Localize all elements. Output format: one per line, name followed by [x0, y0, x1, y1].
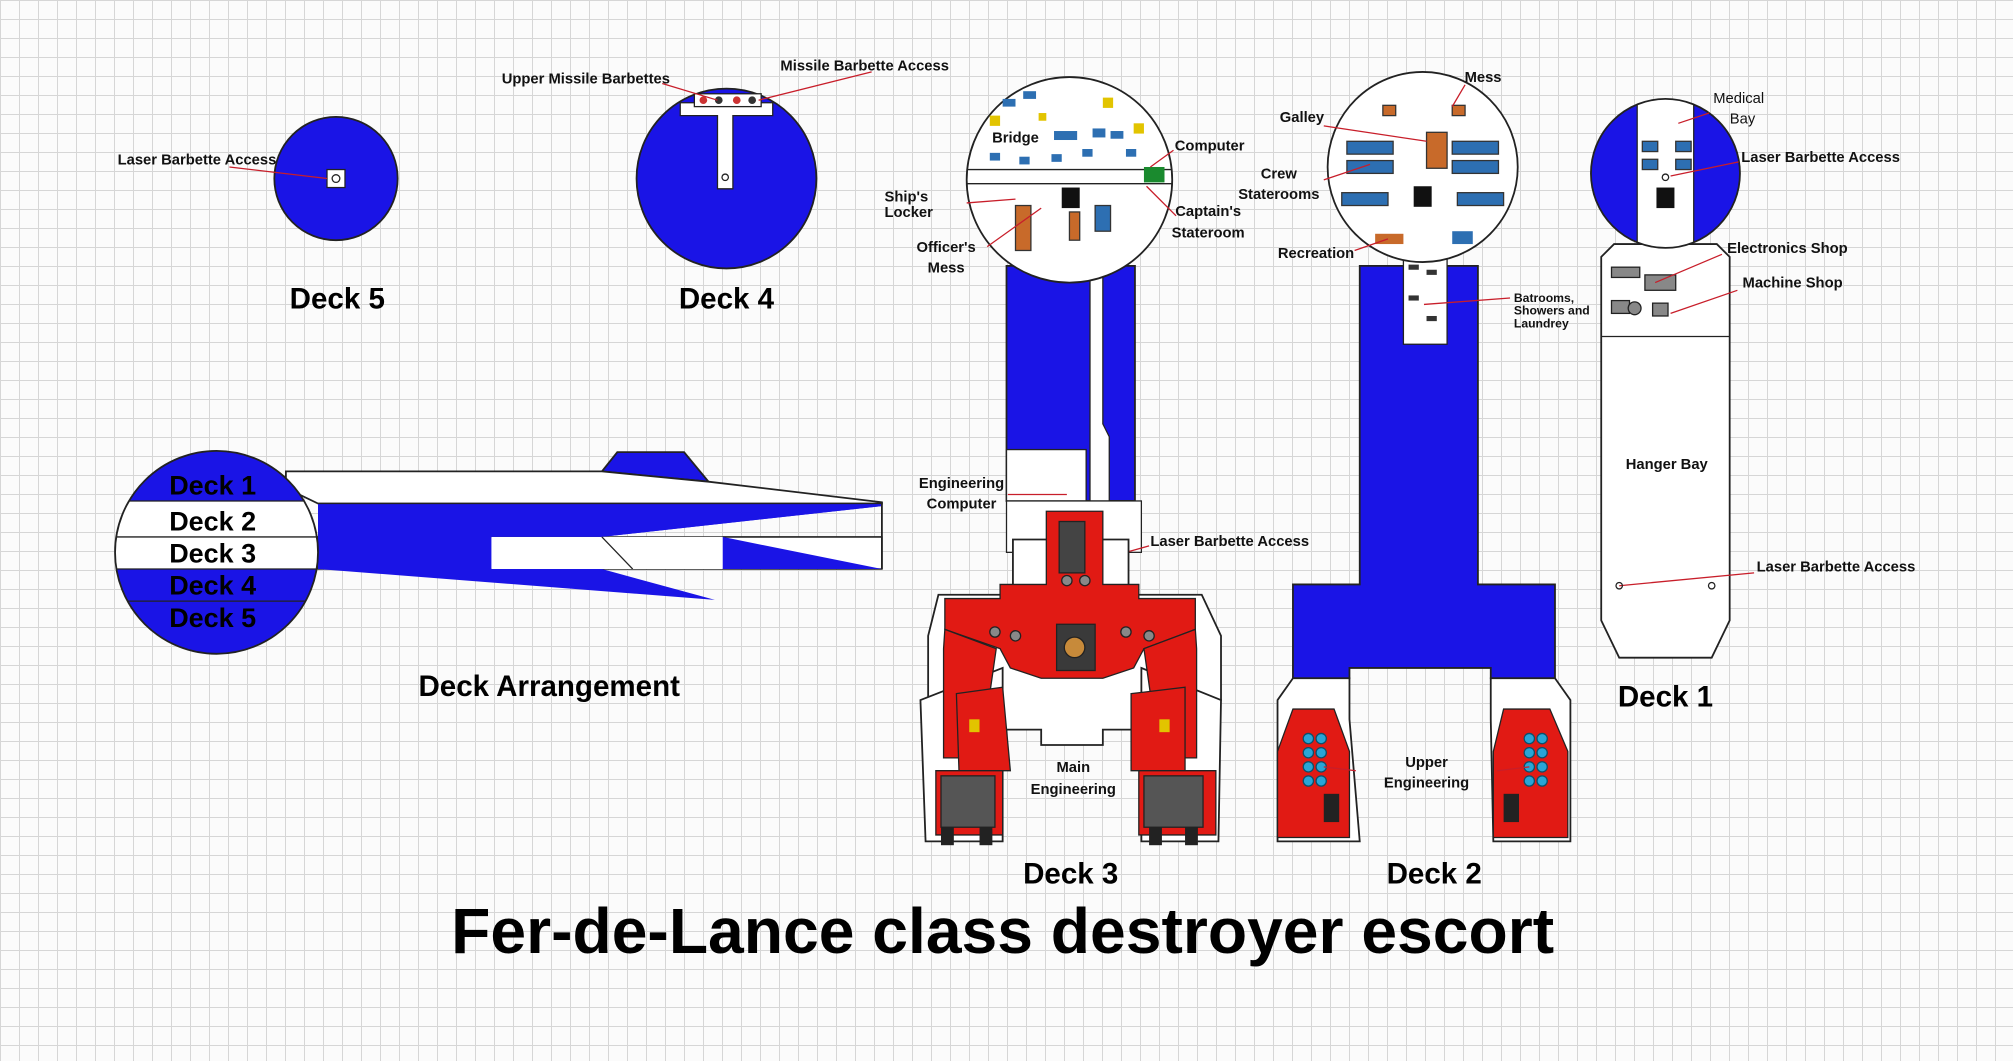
deck2-recreation-label: Recreation — [1278, 246, 1354, 262]
deck4-missile-access-label: Missile Barbette Access — [780, 59, 949, 75]
arrangement-title: Deck Arrangement — [418, 670, 680, 703]
deck5-laser-access-label: Laser Barbette Access — [118, 152, 277, 168]
deck3-eng-computer-line2: Computer — [927, 497, 997, 513]
deck3-eng-computer-line1: Engineering — [919, 476, 1004, 492]
arrangement-deck-1-label: Deck 1 — [169, 471, 256, 501]
deck3-captains-line2: Stateroom — [1172, 226, 1245, 242]
deck3-title: Deck 3 — [1023, 858, 1118, 891]
deck5-title: Deck 5 — [290, 282, 385, 315]
deck2-crew-line1: Crew — [1261, 167, 1298, 183]
deck1-hangar-label: Hanger Bay — [1626, 457, 1709, 473]
arrangement-deck-4-label: Deck 4 — [169, 571, 256, 601]
deck2-upper-eng-line2: Engineering — [1384, 775, 1469, 791]
deck1-plan: Medical Bay Laser Barbette Access Electr… — [1590, 91, 1916, 713]
deck1-medical-line1: Medical — [1713, 91, 1764, 107]
deck5-plan: Laser Barbette Access Deck 5 — [118, 115, 399, 315]
arrangement-deck-3-label: Deck 3 — [169, 539, 256, 569]
deck2-mess-label: Mess — [1465, 70, 1502, 86]
deck1-machine-label: Machine Shop — [1743, 276, 1843, 292]
main-title: Fer-de-Lance class destroyer escort — [451, 895, 1554, 967]
deck4-title: Deck 4 — [679, 282, 775, 315]
deck2-upper-eng-line1: Upper — [1405, 755, 1448, 771]
deck3-computer-label: Computer — [1175, 138, 1245, 154]
deck4-upper-missile-label: Upper Missile Barbettes — [502, 71, 670, 87]
deck3-ships-locker-line1: Ship's — [884, 190, 928, 206]
deck3-plan: Bridge Computer Ship's Locker Captain's … — [884, 76, 1309, 891]
arrangement-deck-2-label: Deck 2 — [169, 507, 256, 537]
arrangement-deck-5-label: Deck 5 — [169, 603, 256, 633]
deck2-baths-line3: Laundrey — [1514, 317, 1569, 331]
deck3-main-eng-line1: Main — [1056, 760, 1090, 776]
deck1-electronics-label: Electronics Shop — [1727, 241, 1848, 257]
deck2-baths-line1: Batrooms, — [1514, 291, 1574, 305]
deck3-officers-line1: Officer's — [916, 240, 975, 256]
deck2-title: Deck 2 — [1387, 858, 1482, 891]
deck1-title: Deck 1 — [1618, 680, 1713, 713]
deck3-bridge-label: Bridge — [992, 131, 1039, 147]
deck2-crew-line2: Staterooms — [1238, 187, 1319, 203]
deck-arrangement: Deck 1 Deck 2 Deck 3 Deck 4 Deck 5 Deck … — [114, 449, 883, 703]
deck3-laser-access-label: Laser Barbette Access — [1150, 534, 1309, 550]
deck3-captains-line1: Captain's — [1175, 204, 1241, 220]
deck2-plan: Mess Galley Crew Staterooms Recreation B… — [1238, 70, 1590, 891]
deck3-officers-line2: Mess — [928, 260, 965, 276]
deck1-laser-access-bottom-label: Laser Barbette Access — [1757, 560, 1916, 576]
deck2-galley-label: Galley — [1280, 110, 1325, 126]
deck4-plan: Upper Missile Barbettes Missile Barbette… — [502, 59, 949, 316]
deck2-baths-line2: Showers and — [1514, 304, 1590, 318]
deck3-main-eng-line2: Engineering — [1031, 782, 1116, 798]
deck4-corridor — [679, 102, 774, 190]
deck3-ships-locker-line2: Locker — [884, 205, 933, 221]
deck5-access-hatch — [326, 168, 346, 189]
deck1-laser-access-top-label: Laser Barbette Access — [1741, 150, 1900, 166]
deck1-medical-line2: Bay — [1730, 111, 1756, 127]
